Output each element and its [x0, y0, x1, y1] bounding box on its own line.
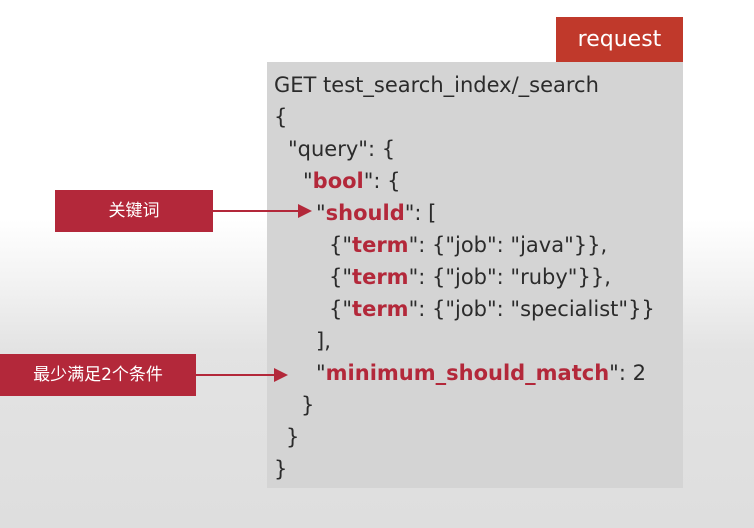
- keyword-arrow-icon: [212, 204, 312, 218]
- request-tab: request: [556, 17, 683, 62]
- term-value: specialist: [520, 297, 619, 321]
- code-panel: GET test_search_index/_search { "query":…: [267, 62, 683, 488]
- code-line-close-root: }: [274, 457, 288, 481]
- term-suffix: }},: [577, 265, 611, 289]
- code-line-close-query: }: [286, 425, 300, 449]
- bool-keyword: bool: [312, 169, 364, 193]
- code-line-term-2: {"term": {"job": "ruby"}},: [329, 265, 611, 289]
- term-field: job: [455, 297, 488, 321]
- should-keyword: should: [325, 201, 405, 225]
- msm-value: : 2: [618, 361, 646, 385]
- code-line-term-1: {"term": {"job": "java"}},: [329, 233, 608, 257]
- min-match-annotation: 最少满足2个条件: [0, 354, 196, 396]
- keyword-annotation: 关键词: [55, 190, 213, 232]
- code-line-close-bool: }: [301, 393, 315, 417]
- term-suffix: }},: [573, 233, 608, 257]
- term-value: java: [520, 233, 565, 257]
- min-match-arrow-icon: [196, 368, 288, 382]
- term-keyword: term: [352, 265, 409, 289]
- minimum-should-match-keyword: minimum_should_match: [325, 361, 610, 385]
- code-line-open-brace: {: [274, 105, 288, 129]
- term-keyword: term: [352, 233, 409, 257]
- code-line-msm: "minimum_should_match": 2: [316, 361, 646, 385]
- code-line-should: "should": [: [316, 201, 437, 225]
- code-line-method: GET test_search_index/_search: [274, 73, 599, 97]
- code-line-query: "query": {: [288, 137, 396, 161]
- term-value: ruby: [520, 265, 568, 289]
- code-line-bool: "bool": {: [303, 169, 401, 193]
- code-line-term-3: {"term": {"job": "specialist"}}: [329, 297, 655, 321]
- term-field: job: [455, 265, 488, 289]
- code-line-close-array: ],: [316, 329, 331, 353]
- term-suffix: }}: [628, 297, 655, 321]
- term-keyword: term: [352, 297, 409, 321]
- term-field: job: [455, 233, 488, 257]
